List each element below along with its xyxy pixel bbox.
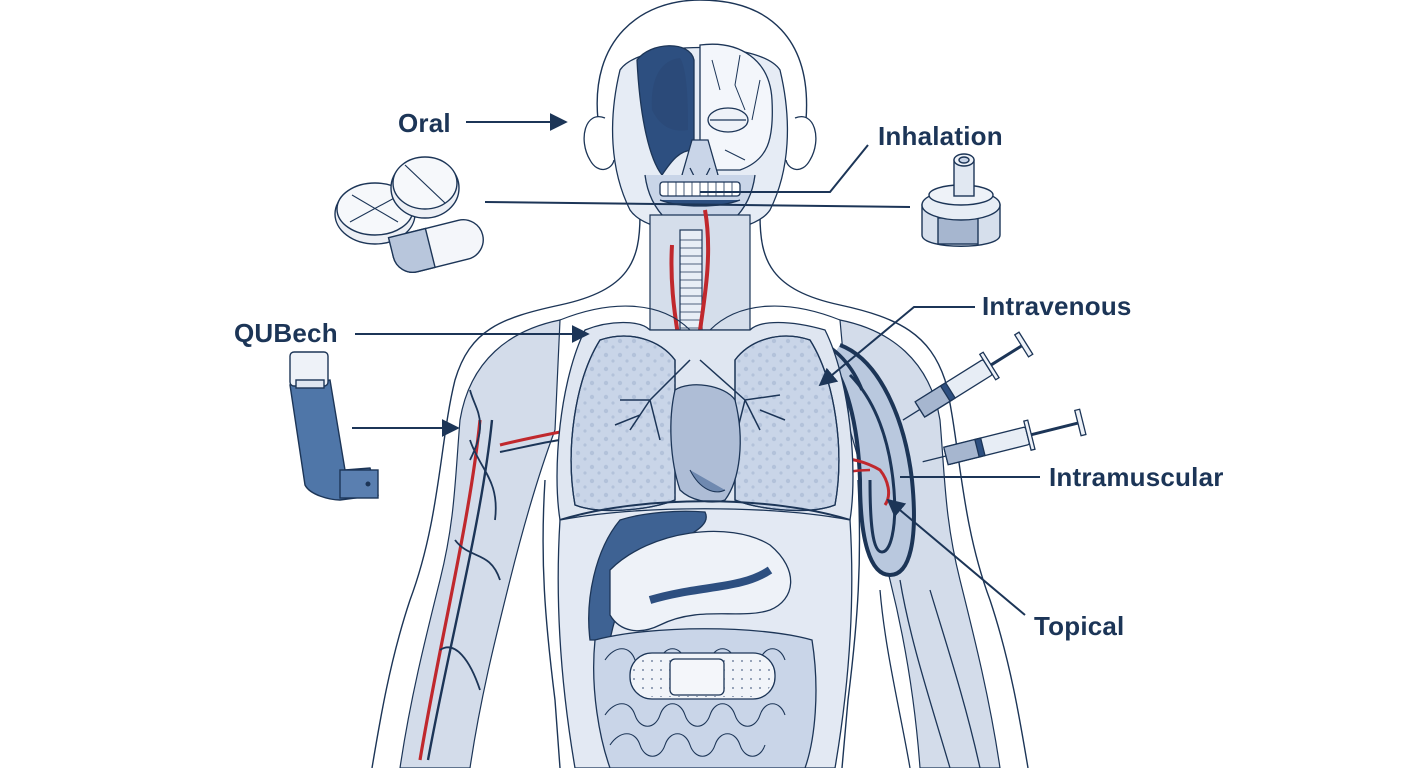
inhalation-leader xyxy=(700,144,869,193)
inhaler-device xyxy=(921,153,1001,247)
adhesive-bandage xyxy=(629,652,776,700)
head-skull xyxy=(583,43,817,236)
abdomen xyxy=(557,508,853,769)
arm-right xyxy=(769,319,1001,769)
label-intramuscular: Intramuscular xyxy=(1049,462,1224,492)
label-qubech: QUBech xyxy=(234,318,338,348)
thorax xyxy=(556,321,854,521)
pills-mouth-line xyxy=(484,201,911,208)
label-inhalation: Inhalation xyxy=(878,121,1003,151)
neck-trachea xyxy=(559,209,841,361)
pills xyxy=(334,156,484,273)
label-topical: Topical xyxy=(1034,611,1125,641)
mdi-inhaler xyxy=(289,351,379,501)
syringe-im xyxy=(922,408,1087,466)
leader-lines xyxy=(352,113,1040,616)
syringe-iv xyxy=(902,331,1034,421)
arm-left xyxy=(399,319,561,769)
label-oral: Oral xyxy=(398,108,451,138)
label-intravenous: Intravenous xyxy=(982,291,1132,321)
topical-arrow xyxy=(886,498,1026,616)
intravenous-arrow xyxy=(818,306,975,387)
